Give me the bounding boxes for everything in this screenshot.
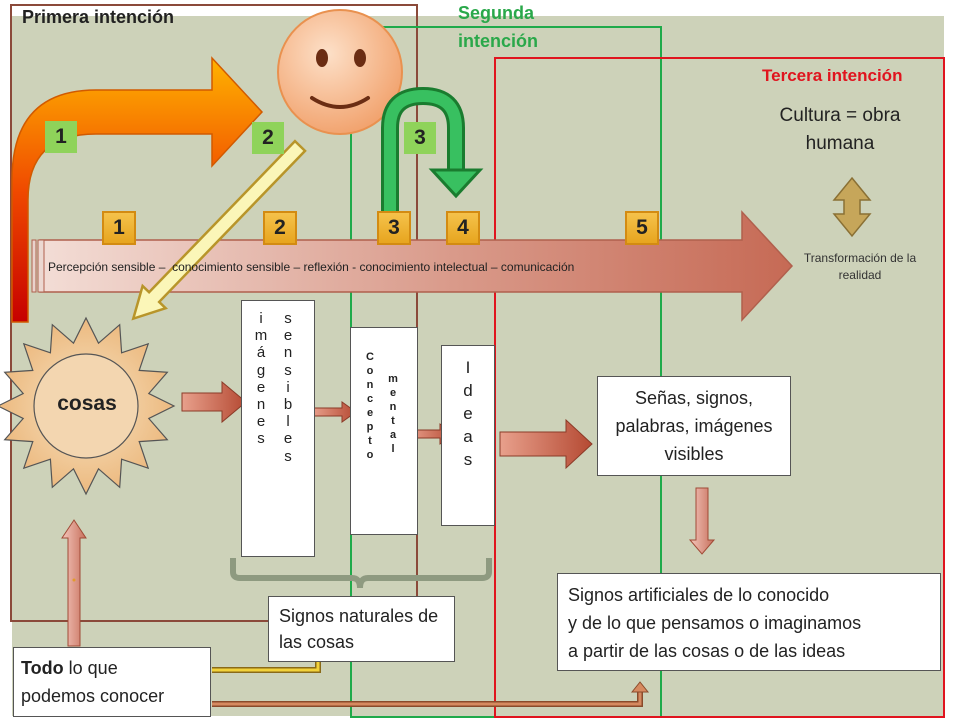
badge-arrow-5: 5 xyxy=(625,211,659,245)
face-icon xyxy=(277,9,403,135)
sensibles-letter: s xyxy=(284,447,292,465)
signos-artificiales-line-3: a partir de las cosas o de las ideas xyxy=(568,641,846,661)
concepto-letter: c xyxy=(366,393,374,405)
imagenes-sensibles-box xyxy=(241,300,315,557)
todo-rest: lo que xyxy=(63,658,118,678)
sensibles-letter: e xyxy=(283,430,293,448)
sun-icon xyxy=(0,316,176,496)
sensibles-letter: e xyxy=(283,327,293,345)
bracket xyxy=(230,558,492,589)
sensibles-letter: s xyxy=(284,310,292,327)
cultura-label: Cultura = obra humana xyxy=(779,105,901,154)
arrow-ideas-senas xyxy=(499,418,593,470)
senas-box xyxy=(597,376,791,476)
imagenes-letter: e xyxy=(256,413,266,431)
arrow-senas-signos xyxy=(688,487,716,555)
mental-letter: m xyxy=(388,373,398,385)
badge-arrow-4: 4 xyxy=(446,211,480,245)
todo-bold: Todo xyxy=(21,658,64,678)
ideas-letter: I xyxy=(465,358,471,377)
imagenes-letter: i xyxy=(259,310,263,327)
todo-box xyxy=(13,647,211,717)
signos-artificiales-line-1: Signos artificiales de lo conocido xyxy=(568,585,830,605)
badge-arrow-2: 2 xyxy=(263,211,297,245)
double-arrow-icon xyxy=(832,176,872,238)
u-turn-arrow xyxy=(381,86,484,212)
imagenes-letter: s xyxy=(257,430,265,448)
concepto-letter: o xyxy=(366,365,374,377)
diagonal-arrow xyxy=(131,139,307,321)
todo-label: Todo lo que podemos conocer xyxy=(21,654,164,710)
concepto-letter: C xyxy=(366,351,374,363)
primera-intencion-frame xyxy=(10,4,418,622)
imagenes-letter: n xyxy=(256,396,266,414)
badge-top-1: 1 xyxy=(45,121,77,153)
ideas-letter: e xyxy=(463,404,473,423)
concepto-letter: p xyxy=(366,421,374,433)
signos-naturales-box xyxy=(268,596,455,662)
signos-artificiales-line-2: y de lo que pensamos o imaginamos xyxy=(568,613,862,633)
badge-top-3: 3 xyxy=(404,122,436,154)
sensibles-letter: n xyxy=(283,344,293,362)
mental-letter: l xyxy=(391,443,395,455)
concepto-letter: t xyxy=(368,435,372,447)
todo-line-2: podemos conocer xyxy=(21,686,165,706)
imagenes-letter: e xyxy=(256,378,266,396)
concepto-letter: n xyxy=(366,379,374,391)
tercera-intencion-title: Tercera intención xyxy=(762,66,903,85)
ideas-letter: a xyxy=(463,427,473,446)
ideas-box xyxy=(441,345,495,526)
sensibles-letter: i xyxy=(286,378,290,396)
cosas-label: cosas xyxy=(57,392,117,415)
transformacion-label: Transformación de la realidad xyxy=(803,251,917,282)
imagenes-letter: g xyxy=(256,361,266,379)
ideas-letter: d xyxy=(463,381,473,400)
ideas-letter: s xyxy=(463,450,473,469)
senas-label: Señas, signos, palabras, imágenes visibl… xyxy=(615,388,773,464)
arrow-cosas-imagenes xyxy=(181,380,247,424)
sensibles-letter: s xyxy=(284,361,292,379)
sensibles-letter: b xyxy=(283,396,293,414)
mental-letter: e xyxy=(389,387,397,399)
tercera-intencion-frame xyxy=(494,57,945,718)
concepto-letter: e xyxy=(366,407,374,419)
badge-arrow-1: 1 xyxy=(102,211,136,245)
primera-intencion-title: Primera intención xyxy=(22,7,175,27)
segunda-intencion-title: Segunda intención xyxy=(458,3,538,51)
mental-letter: t xyxy=(391,415,395,427)
badge-top-2: 2 xyxy=(252,122,284,154)
signos-artificiales-box xyxy=(557,573,941,671)
concepto-letter: o xyxy=(366,449,374,461)
arrow-todo-cosas xyxy=(61,519,87,647)
process-text: Percepción sensible – conocimiento sensi… xyxy=(48,260,575,274)
imagenes-letter: á xyxy=(256,344,266,362)
signos-naturales-label: Signos naturales de las cosas xyxy=(279,606,439,652)
mental-letter: n xyxy=(389,401,397,413)
badge-arrow-3: 3 xyxy=(377,211,411,245)
sensibles-letter: l xyxy=(286,413,290,431)
concepto-mental-box xyxy=(350,327,418,535)
arrow-imagenes-conceptos xyxy=(311,401,357,423)
mental-letter: a xyxy=(389,429,397,441)
connector-todo-artificiales xyxy=(212,681,650,707)
imagenes-letter: m xyxy=(254,327,268,345)
